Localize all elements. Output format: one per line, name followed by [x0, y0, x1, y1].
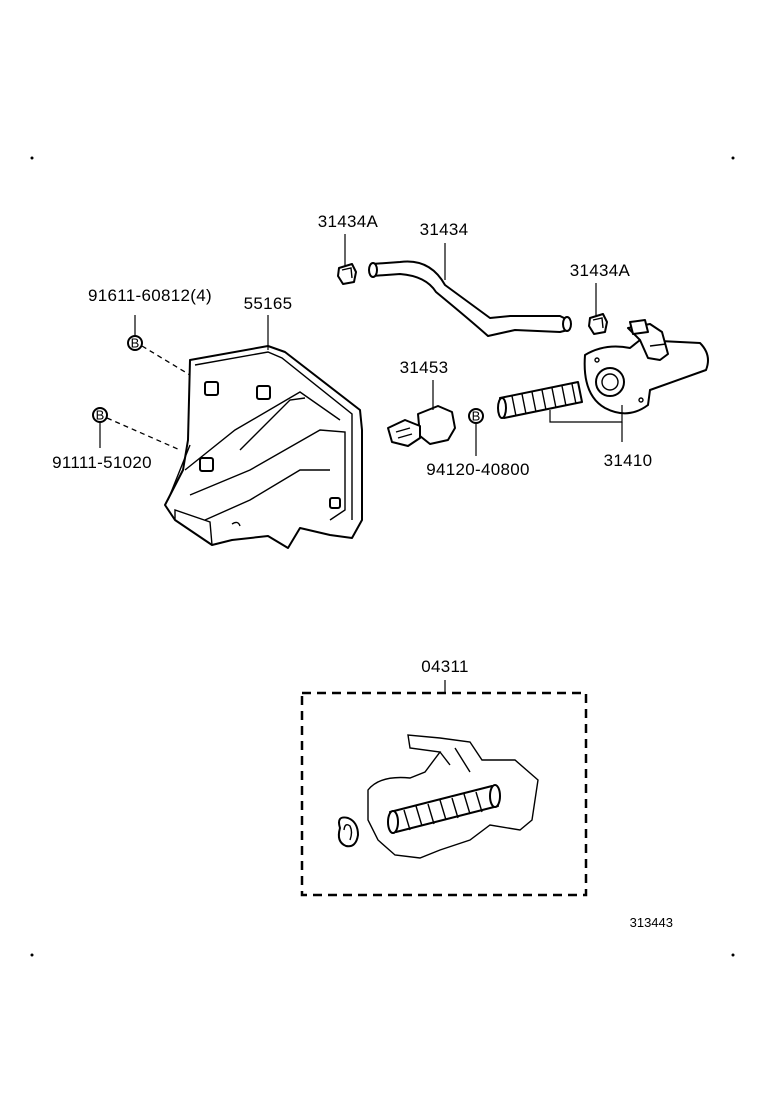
label-94120: 94120-40800: [426, 460, 530, 479]
clamp-31434A-right[interactable]: [588, 283, 608, 335]
label-31434A-top: 31434A: [318, 212, 379, 231]
label-31434A-right: 31434A: [570, 261, 631, 280]
label-91611: 91611-60812(4): [88, 286, 212, 305]
label-04311: 04311: [421, 657, 469, 676]
bolt-91111[interactable]: B: [92, 407, 181, 451]
bolt-marker-label: B: [96, 408, 105, 423]
bolt-marker-label: B: [472, 409, 481, 424]
switch-31453[interactable]: [387, 380, 456, 447]
illustration-id: 313443: [630, 915, 673, 930]
clamp-31434A-top[interactable]: [337, 234, 357, 285]
registration-dots: [30, 156, 735, 957]
label-31410: 31410: [604, 451, 653, 470]
label-31434: 31434: [420, 220, 469, 239]
bolt-marker-label: B: [131, 336, 140, 351]
label-55165: 55165: [244, 294, 293, 313]
label-31453: 31453: [400, 358, 449, 377]
master-cylinder-31410[interactable]: [497, 319, 709, 442]
bracket-55165[interactable]: [164, 315, 363, 549]
label-91111: 91111-51020: [52, 453, 152, 472]
bolt-91611[interactable]: B: [127, 315, 191, 376]
repair-kit-04311[interactable]: [300, 680, 588, 897]
bolt-94120[interactable]: B: [468, 408, 484, 457]
part-labels: 31434A 31434 31434A 91611-60812(4) 55165…: [52, 212, 673, 930]
hose-31434[interactable]: [368, 243, 572, 337]
